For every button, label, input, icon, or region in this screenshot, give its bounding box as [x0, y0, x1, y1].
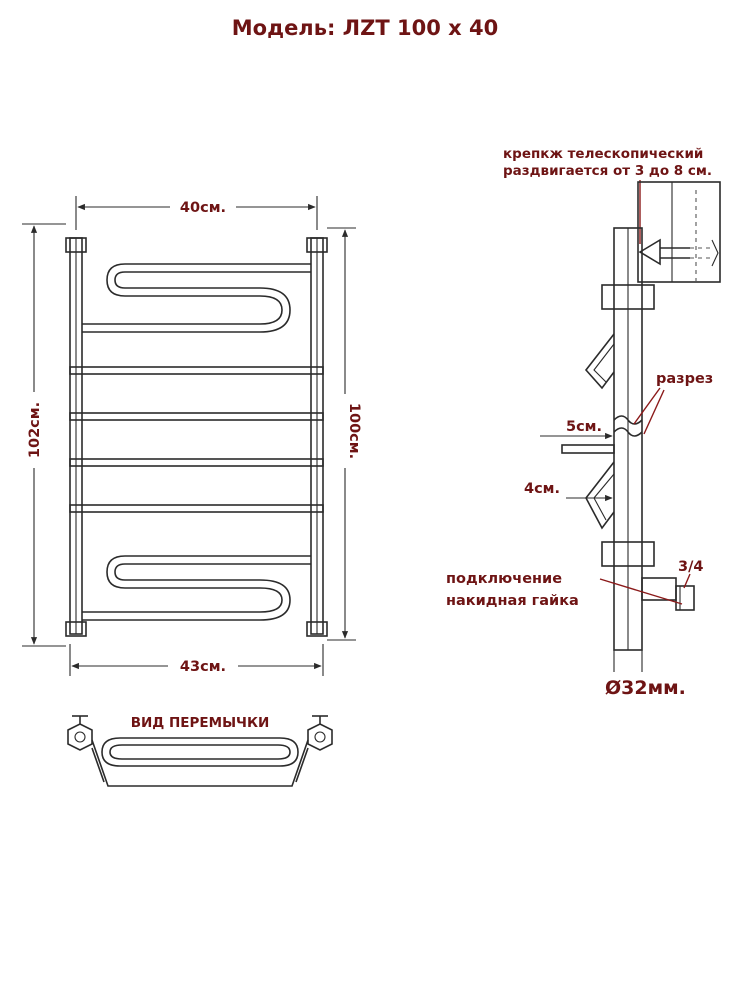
front-view: 40см. 43см. 102см. 100см.	[22, 196, 362, 676]
bottom-coil	[82, 555, 311, 621]
side-view: крепкж телескопический раздвигается от 3…	[446, 146, 721, 699]
connection-line1: подключение	[446, 571, 562, 587]
dim-4-label: 4см.	[524, 481, 560, 497]
section-label: разрез	[656, 371, 713, 387]
right-post	[306, 237, 328, 637]
height-left-label: 102см.	[27, 402, 43, 458]
bridge-view: ВИД ПЕРЕМЫЧКИ	[67, 715, 333, 787]
left-post	[65, 237, 87, 637]
dim-5-label: 5см.	[566, 419, 602, 435]
rungs	[69, 366, 324, 513]
top-coil	[82, 263, 311, 333]
height-right-label: 100см.	[346, 403, 362, 459]
dim-width-bottom: 43см.	[69, 644, 324, 676]
dim-height-left: 102см.	[22, 223, 66, 647]
diameter-label: Ø32мм.	[605, 677, 686, 699]
connection-line2: накидная гайка	[446, 593, 579, 609]
mount-note-line1: крепкж телескопический	[503, 146, 703, 162]
mount-note-line2: раздвигается от 3 до 8 см.	[503, 163, 712, 179]
model-title: Модель: ЛZT 100 х 40	[232, 16, 498, 40]
dim-height-right: 100см.	[327, 227, 362, 641]
dim-width-top: 40см.	[75, 196, 318, 230]
width-top-label: 40см.	[180, 200, 226, 216]
bridge-view-label: ВИД ПЕРЕМЫЧКИ	[131, 715, 270, 731]
width-bottom-label: 43см.	[180, 659, 226, 675]
thread-label: 3/4	[678, 559, 703, 575]
